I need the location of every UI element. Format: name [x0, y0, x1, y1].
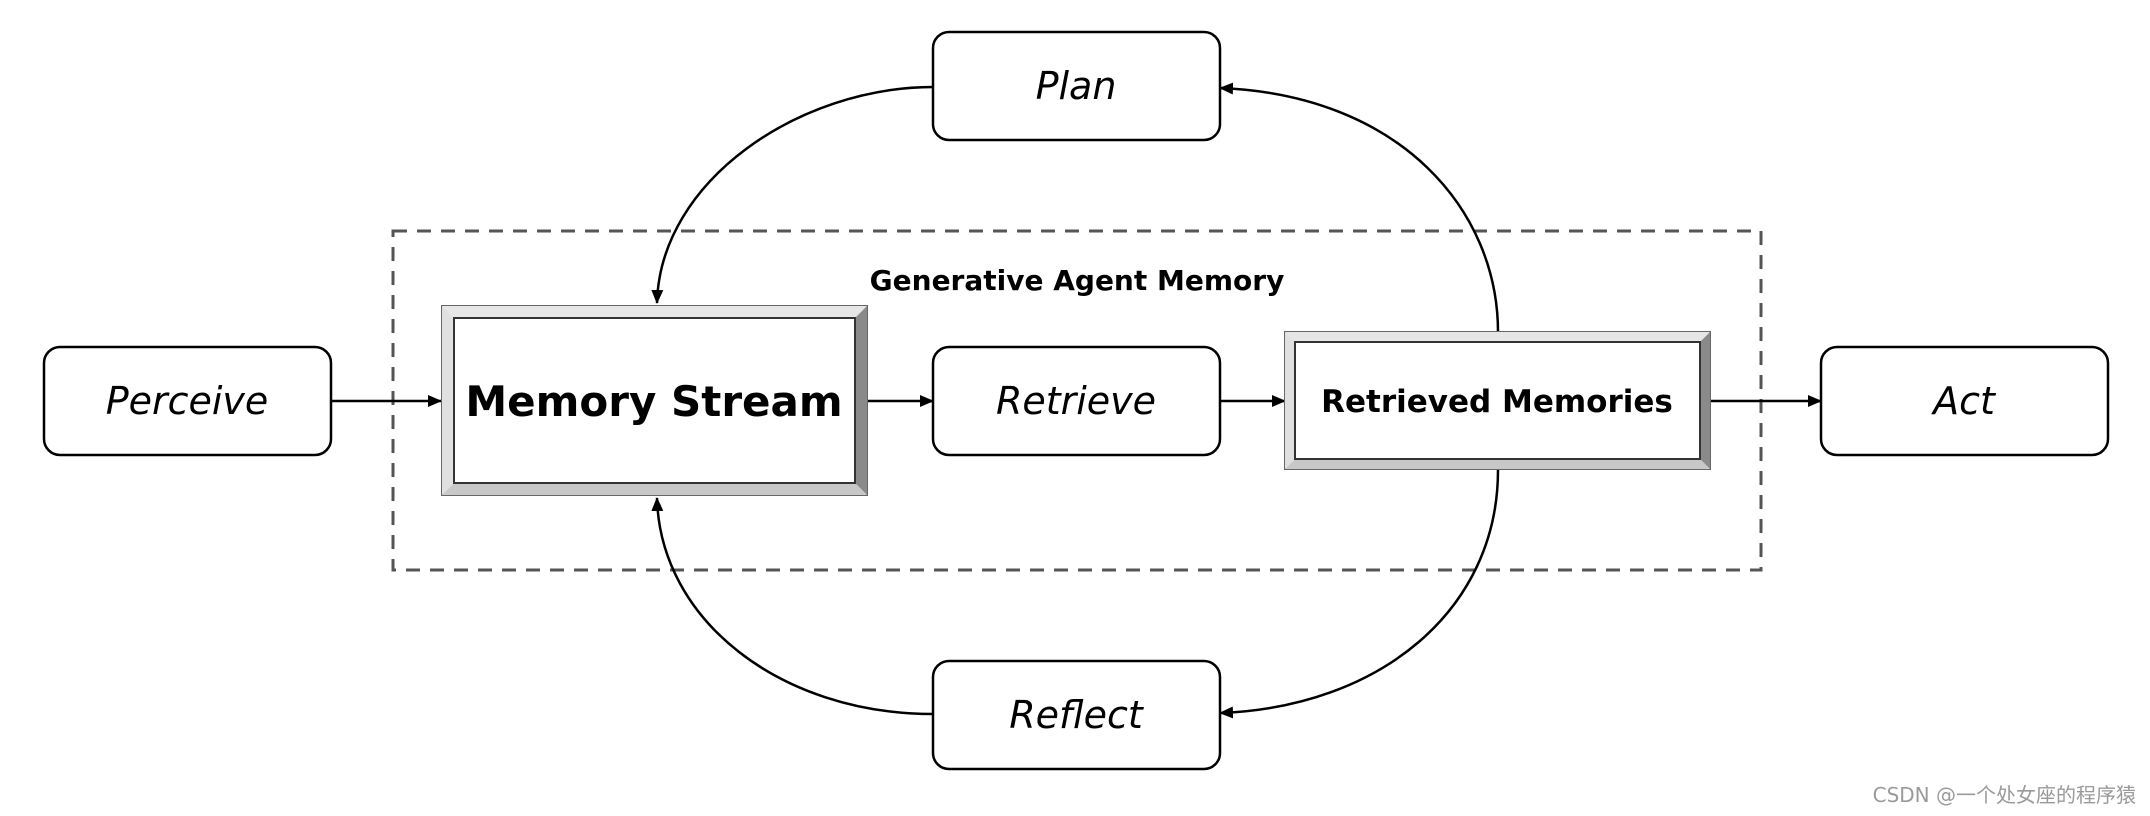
connectors [332, 82, 1822, 719]
arrow-plan-to-memory-stream [651, 85, 934, 304]
node-act: Act [1819, 345, 2110, 457]
node-memory-stream: Memory Stream [441, 305, 868, 496]
node-retrieve: Retrieve [931, 345, 1222, 457]
arrow-retrieved-memories-to-reflect [1219, 469, 1500, 719]
watermark: CSDN @一个处女座的程序猿 [1872, 783, 2136, 807]
node-reflect-label: Reflect [1009, 693, 1145, 737]
arrow-reflect-to-memory-stream [651, 497, 934, 716]
node-plan: Plan [931, 30, 1222, 142]
node-act-label: Act [1930, 379, 1997, 423]
node-memory-stream-label: Memory Stream [465, 377, 842, 426]
node-perceive-label: Perceive [106, 379, 269, 423]
node-retrieve-label: Retrieve [996, 379, 1156, 423]
node-perceive: Perceive [42, 345, 333, 457]
node-retrieved-memories-label: Retrieved Memories [1321, 384, 1673, 420]
memory-container-label: Generative Agent Memory [870, 264, 1285, 297]
arrow-retrieved-memories-to-plan [1219, 82, 1500, 333]
node-plan-label: Plan [1036, 64, 1117, 108]
node-reflect: Reflect [931, 659, 1222, 771]
node-retrieved-memories: Retrieved Memories [1284, 331, 1711, 470]
